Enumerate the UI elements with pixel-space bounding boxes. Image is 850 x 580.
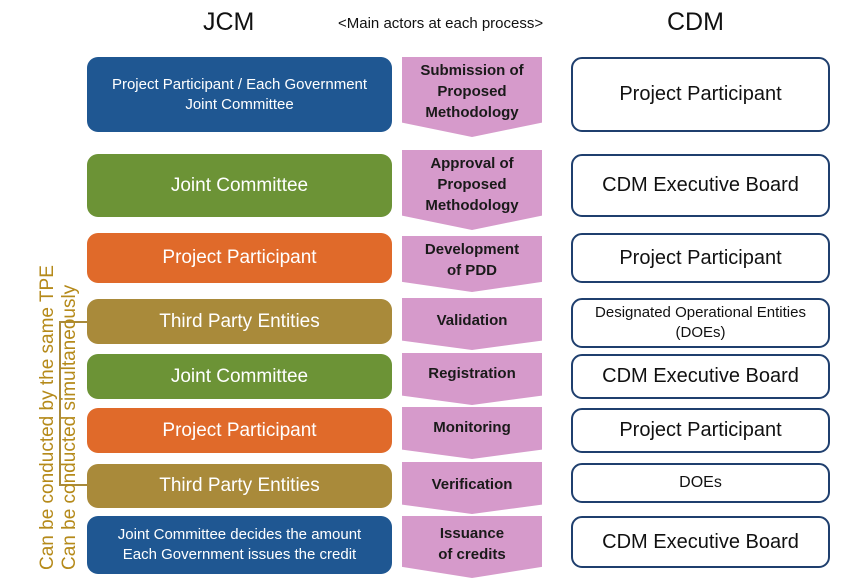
process-text: of PDD: [446, 262, 497, 279]
cdm-box-development: Project Participant: [571, 233, 830, 283]
jcm-box-approval: Joint Committee: [87, 154, 392, 217]
jcm-text: Joint Committee decides the amount: [117, 526, 362, 543]
cdm-box-verification: DOEs: [571, 463, 830, 503]
jcm-box-monitoring: Project Participant: [87, 408, 392, 453]
cdm-text: CDM Executive Board: [602, 174, 799, 196]
cdm-text: CDM Executive Board: [602, 530, 799, 553]
process-text: Methodology: [425, 197, 519, 214]
cdm-box-submission: Project Participant: [571, 57, 830, 132]
process-text: Validation: [436, 312, 508, 329]
jcm-box-registration: Joint Committee: [87, 354, 392, 399]
cdm-text: CDM Executive Board: [602, 365, 799, 387]
process-text: Registration: [428, 365, 516, 382]
jcm-text: Joint Committee: [170, 365, 309, 387]
header-cdm: CDM: [667, 8, 724, 36]
cdm-box-issuance: CDM Executive Board: [571, 516, 830, 568]
process-arrow-verification: Verification: [402, 462, 542, 514]
process-arrow-issuance: Issuance of credits: [402, 516, 542, 578]
cdm-text: DOEs: [679, 474, 722, 491]
jcm-text: Project Participant: [162, 247, 317, 268]
jcm-box-verification: Third Party Entities: [87, 464, 392, 508]
cdm-text: Project Participant: [619, 419, 782, 441]
process-arrow-development: Development of PDD: [402, 236, 542, 292]
jcm-text: Third Party Entities: [159, 310, 320, 332]
process-text: Verification: [431, 476, 513, 493]
process-text: Methodology: [425, 104, 519, 121]
cdm-box-validation: Designated Operational Entities (DOEs): [571, 298, 830, 348]
process-text: Proposed: [437, 83, 507, 100]
side-note-line1: Can be conducted by the same TPE: [37, 265, 58, 570]
cdm-text: (DOEs): [675, 324, 726, 341]
process-text: Monitoring: [433, 419, 511, 436]
process-arrow-registration: Registration: [402, 353, 542, 405]
process-text: Development: [424, 241, 520, 258]
process-arrow-monitoring: Monitoring: [402, 407, 542, 459]
process-text: Proposed: [437, 176, 507, 193]
jcm-text: Third Party Entities: [159, 475, 320, 496]
jcm-text: Each Government issues the credit: [122, 546, 357, 563]
jcm-text: Joint Committee: [185, 95, 294, 113]
header-main-actors: <Main actors at each process>: [338, 15, 544, 32]
cdm-box-approval: CDM Executive Board: [571, 154, 830, 217]
jcm-box-development: Project Participant: [87, 233, 392, 283]
jcm-text: Joint Committee: [170, 174, 309, 196]
cdm-box-registration: CDM Executive Board: [571, 354, 830, 399]
side-note: Can be conducted by the same TPE Can be …: [37, 265, 81, 570]
side-bracket: [59, 321, 87, 486]
side-note-line2: Can be conducted simultaneously: [59, 284, 80, 570]
header-jcm: JCM: [203, 8, 255, 36]
cdm-box-monitoring: Project Participant: [571, 408, 830, 453]
cdm-text: Designated Operational Entities: [595, 304, 806, 321]
jcm-box-validation: Third Party Entities: [87, 299, 392, 344]
jcm-text: Project Participant: [162, 419, 317, 441]
cdm-text: Project Participant: [619, 83, 782, 105]
process-arrow-validation: Validation: [402, 298, 542, 350]
process-text: of credits: [438, 546, 506, 563]
cdm-text: Project Participant: [619, 246, 782, 269]
process-text: Approval of: [430, 155, 514, 172]
process-text: Submission of: [420, 62, 524, 79]
process-text: Issuance: [439, 525, 505, 542]
jcm-text: Project Participant / Each Government: [111, 75, 368, 93]
